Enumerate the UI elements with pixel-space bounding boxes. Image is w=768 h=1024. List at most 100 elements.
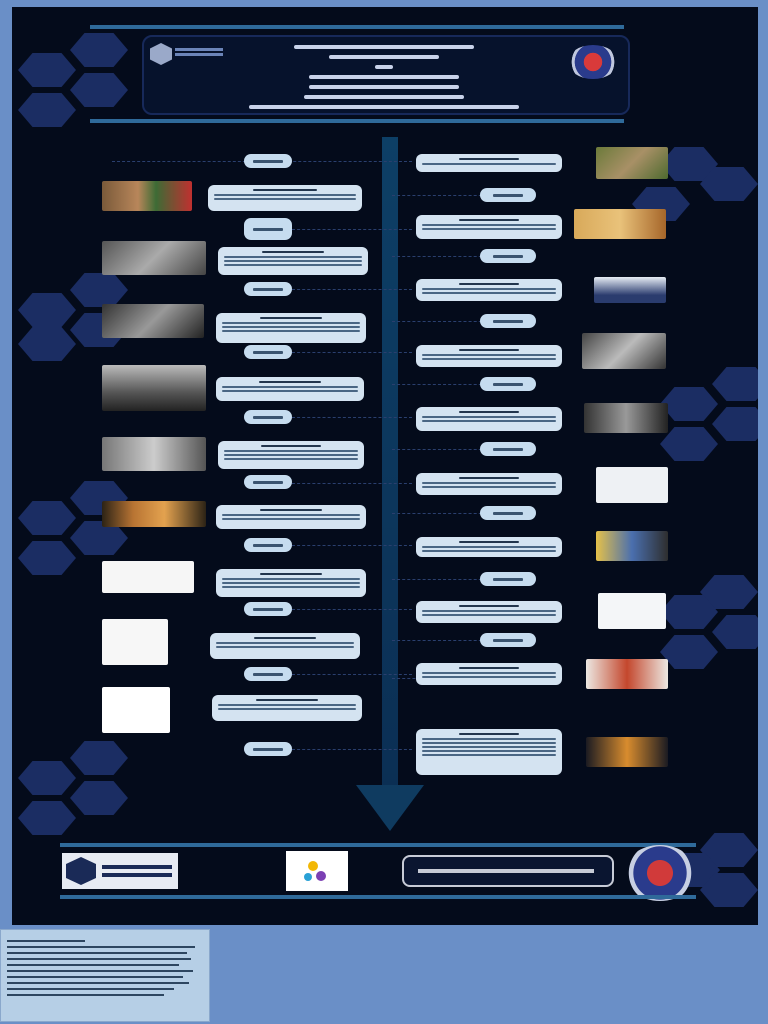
banner [402, 855, 614, 887]
timeline-arrow-head [356, 785, 424, 831]
event-box [216, 505, 366, 529]
hex-shape [18, 93, 76, 127]
tecnm-logo [62, 853, 178, 889]
event-box [416, 729, 562, 775]
dash [392, 195, 492, 196]
event-image [102, 304, 204, 338]
event-image [102, 241, 206, 275]
poster [12, 7, 758, 925]
dash [392, 256, 492, 257]
date-pill [480, 442, 536, 456]
event-image [596, 531, 668, 561]
dash [292, 674, 412, 675]
header-line [329, 55, 439, 59]
hex-shape [660, 635, 718, 669]
dash [392, 513, 492, 514]
event-box [210, 633, 360, 659]
event-box [216, 569, 366, 597]
hex-shape [70, 73, 128, 107]
hex-shape [700, 167, 758, 201]
date-pill [244, 218, 292, 240]
event-image [594, 277, 666, 303]
date-pill [480, 506, 536, 520]
hex-shape [712, 407, 758, 441]
date-pill [480, 572, 536, 586]
footer-bar [60, 843, 696, 847]
event-image [574, 209, 666, 239]
dash [392, 384, 492, 385]
dash [292, 483, 412, 484]
date-pill [244, 410, 292, 424]
date-pill [480, 188, 536, 202]
date-pill [244, 154, 292, 168]
header-line [309, 85, 459, 89]
dash [292, 417, 412, 418]
event-image [102, 181, 192, 211]
date-pill [480, 633, 536, 647]
event-image [102, 437, 206, 471]
tecnm-logo [150, 43, 226, 65]
event-box [208, 185, 362, 211]
dash [392, 321, 492, 322]
event-box [218, 441, 364, 469]
event-box [416, 663, 562, 685]
event-image [598, 593, 666, 629]
dash [392, 640, 492, 641]
dash [292, 229, 412, 230]
header-bottom-bar [90, 119, 624, 123]
event-box [416, 407, 562, 431]
event-box [216, 377, 364, 401]
hex-shape [18, 53, 76, 87]
event-image [596, 467, 668, 503]
hex-shape [18, 761, 76, 795]
event-box [212, 695, 362, 721]
date-pill [244, 282, 292, 296]
event-image [102, 687, 170, 733]
hex-shape [18, 501, 76, 535]
institute-seal [568, 45, 618, 79]
hex-shape [70, 33, 128, 67]
hex-shape [18, 293, 76, 327]
dash [292, 609, 412, 610]
dash [292, 352, 412, 353]
date-pill [244, 602, 292, 616]
sources-box [0, 929, 210, 1022]
dash [292, 749, 412, 750]
event-box [416, 473, 562, 495]
dash [392, 449, 492, 450]
event-box [216, 313, 366, 343]
date-pill [244, 667, 292, 681]
event-image [586, 737, 668, 767]
hex-shape [18, 327, 76, 361]
timeline-arrow-shaft [382, 137, 398, 793]
header-top-bar [90, 25, 624, 29]
dash [292, 545, 412, 546]
date-pill [244, 742, 292, 756]
event-image [102, 365, 206, 411]
event-image [102, 619, 168, 665]
event-image [102, 501, 206, 527]
date-pill [480, 377, 536, 391]
hex-shape [660, 427, 718, 461]
header-line [294, 45, 474, 49]
event-image [102, 561, 194, 593]
hex-shape [70, 781, 128, 815]
event-box [218, 247, 368, 275]
footer-bar [60, 895, 696, 899]
event-image [582, 333, 666, 369]
date-pill [244, 538, 292, 552]
hex-shape [700, 873, 758, 907]
colored-dots-logo [286, 851, 348, 891]
header-box [142, 35, 630, 115]
date-pill [480, 314, 536, 328]
date-pill [480, 249, 536, 263]
event-image [596, 147, 668, 179]
date-pill [244, 475, 292, 489]
event-box [416, 537, 562, 557]
hex-shape [712, 615, 758, 649]
dash [292, 289, 412, 290]
event-box [416, 154, 562, 172]
header-line [304, 95, 464, 99]
institute-seal [624, 845, 696, 901]
event-image [586, 659, 668, 689]
